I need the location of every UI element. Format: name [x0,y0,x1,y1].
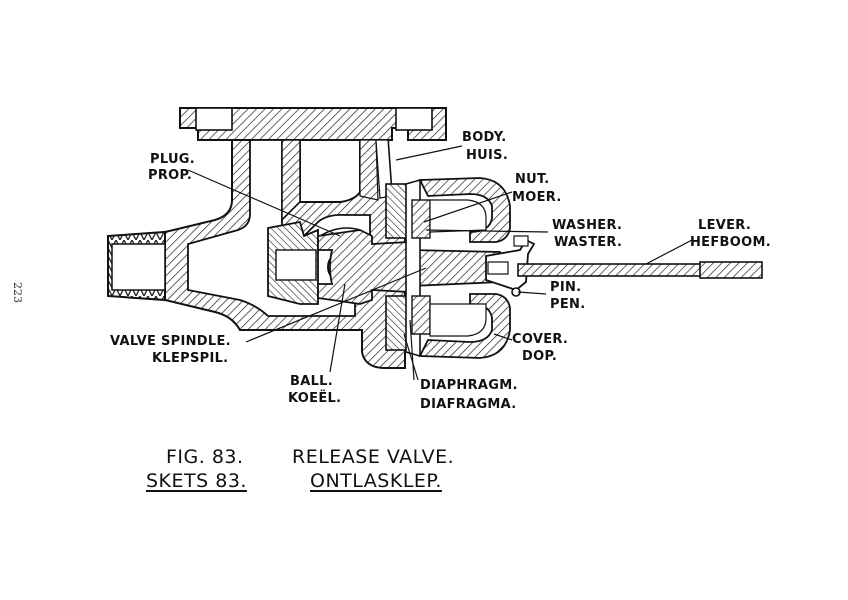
label-hefboom: HEFBOOM. [690,235,771,250]
valve-spindle [317,227,501,305]
label-dop: DOP. [522,349,558,364]
threaded-inlet [107,230,166,302]
label-moer: MOER. [512,190,562,205]
label-cover: COVER. [512,332,569,347]
label-body: BODY. [462,130,507,145]
leader-lines [187,145,693,381]
caption-skets: SKETS 83. [146,470,247,492]
label-valve-spindle: VALVE SPINDLE. [110,334,231,349]
label-klepspil: KLEPSPIL. [152,351,229,366]
label-nut: NUT. [515,172,550,187]
label-lever: LEVER. [698,218,752,233]
caption-title-en: RELEASE VALVE. [292,446,455,468]
label-koeel: KOEËL. [288,391,342,406]
label-pin: PIN. [550,280,582,295]
nut-and-diaphragm [385,178,431,358]
label-pen: PEN. [550,297,586,312]
caption-title-af: ONTLASKLEP. [310,470,442,492]
label-diaphragm: DIAPHRAGM. [420,378,518,393]
cover [418,177,511,359]
label-waster: WASTER. [554,235,623,250]
lever [485,235,763,297]
label-ball: BALL. [290,374,333,389]
page-number: 223 [11,282,24,303]
plug [267,220,319,305]
label-washer: WASHER. [552,218,623,233]
caption-fig: FIG. 83. [166,446,244,468]
label-huis: HUIS. [466,148,509,163]
body-flange [179,107,447,141]
label-prop: PROP. [148,168,193,183]
label-plug: PLUG. [150,152,196,167]
label-diafragma: DIAFRAGMA. [420,397,517,412]
